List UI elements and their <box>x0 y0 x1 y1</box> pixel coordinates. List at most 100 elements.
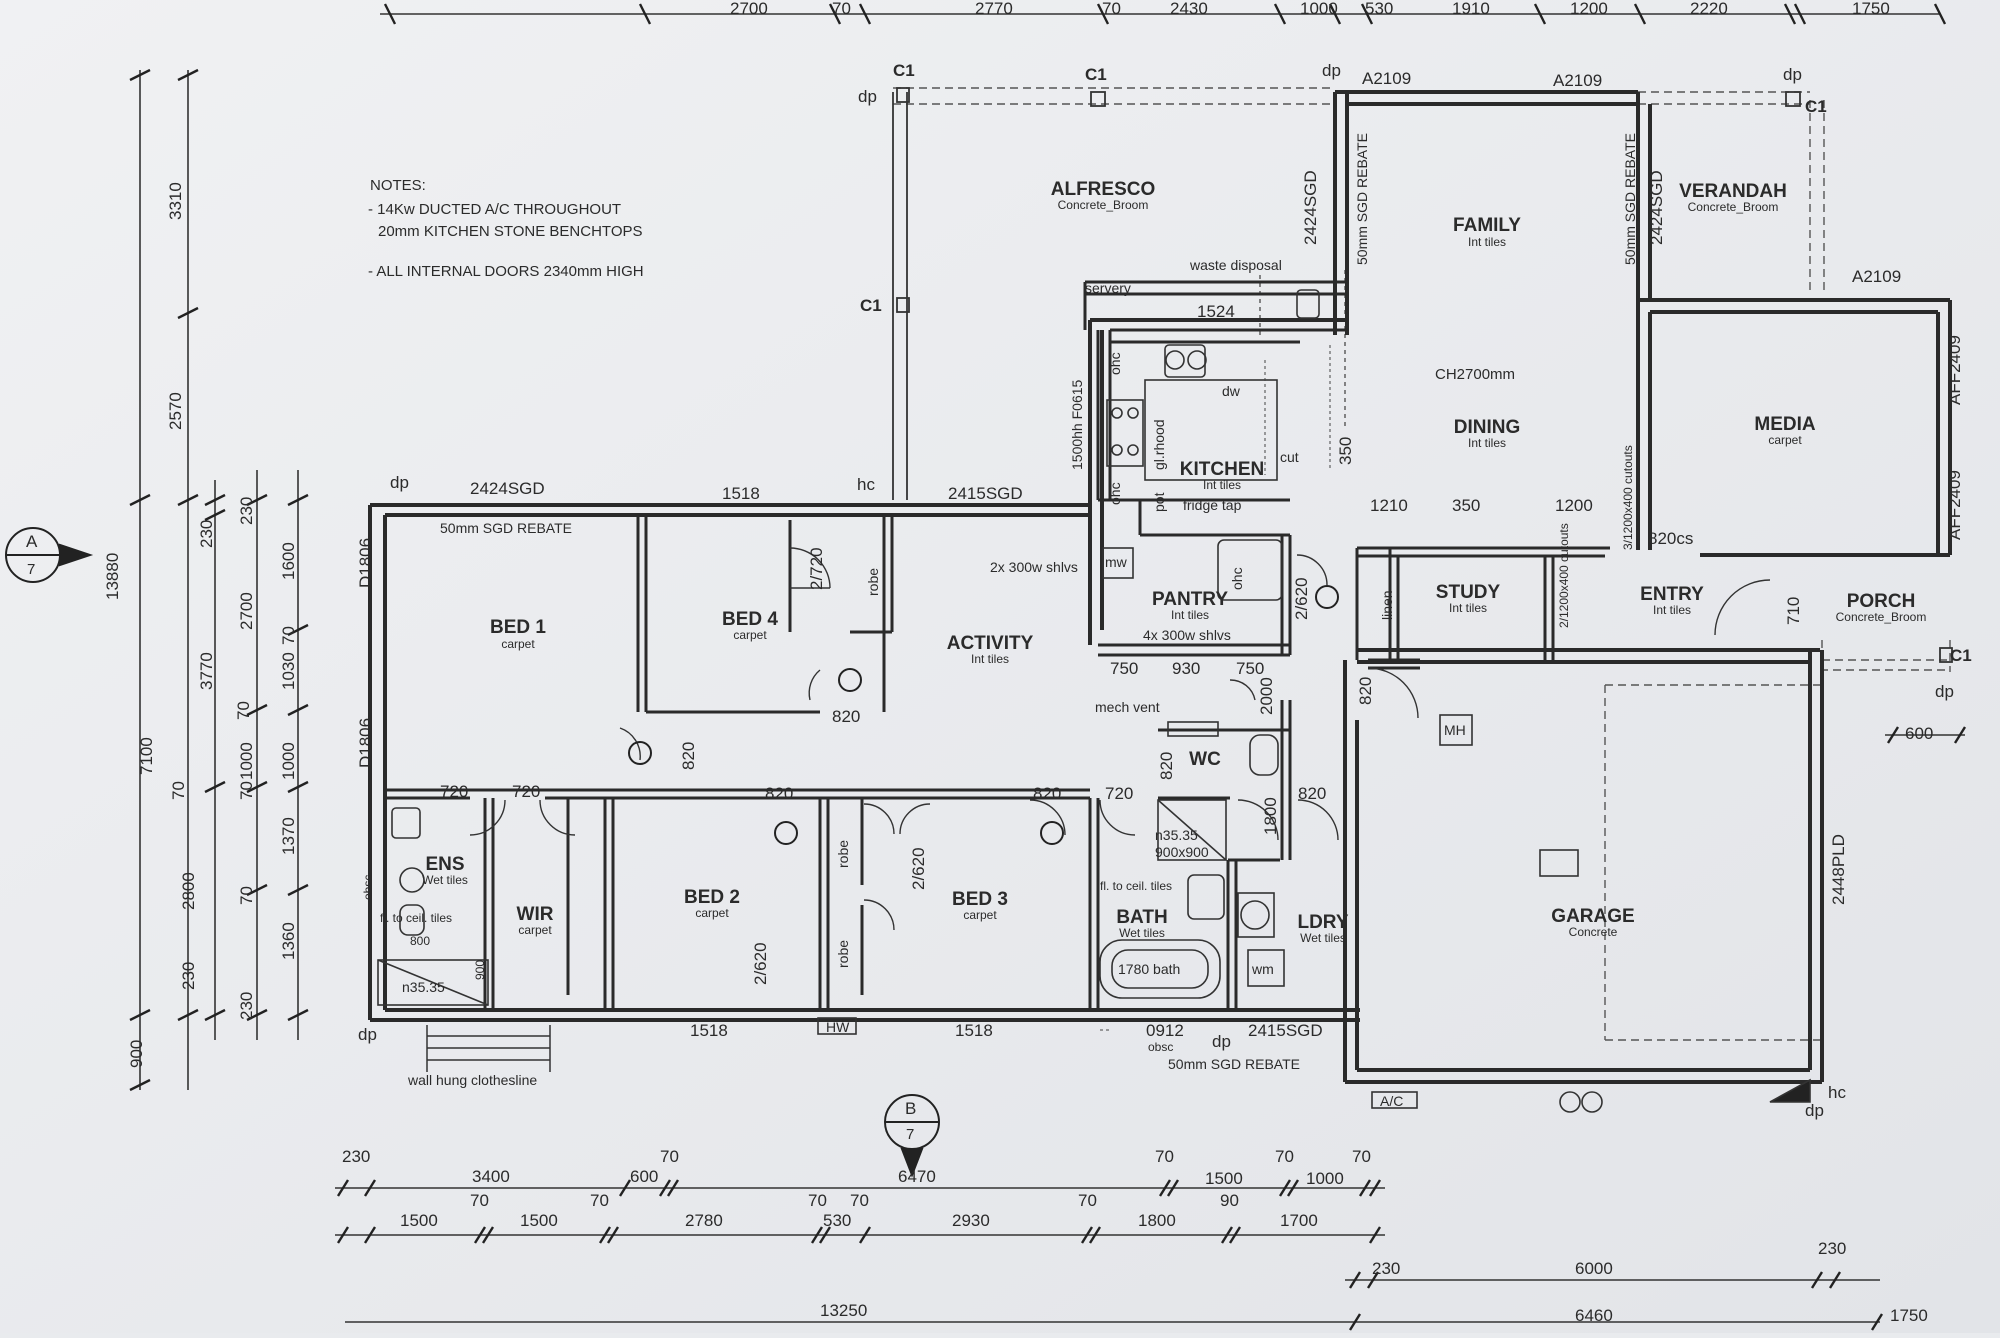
window-2424sgd-verandah: 2424SGD <box>1647 170 1666 245</box>
room-dining: DINING <box>1453 417 1521 438</box>
dim-bottom2-1700: 1700 <box>1280 1211 1318 1230</box>
dim-overall-width: 13250 <box>820 1301 868 1320</box>
dimension-lines <box>139 13 1965 1323</box>
bath-unit-label: 1780 bath <box>1118 961 1181 977</box>
servery-label: servery <box>1085 280 1131 296</box>
dim-garage-width: 6460 <box>1575 1306 1613 1325</box>
door-dim-garage-820: 820 <box>1356 676 1375 705</box>
hc-label-right: hc <box>1828 1083 1846 1102</box>
door-dim-bed1-820: 820 <box>679 741 698 770</box>
dim-room-230a: 230 <box>237 496 256 525</box>
robe-bed3-label: robe <box>835 839 851 868</box>
dim-porch-710: 600 <box>1905 724 1934 743</box>
dim-left-inner-230a: 230 <box>197 519 216 548</box>
door-dim-wc-720: 820 <box>1157 751 1176 780</box>
dim-top-1750: 1750 <box>1852 0 1890 18</box>
dim-study-1210: 350 <box>1452 496 1481 515</box>
mech-vent-label: mech vent <box>1095 699 1160 715</box>
study-cutouts-label: 2/1200x400 cutouts <box>1557 523 1571 628</box>
microwave-label: mw <box>1105 554 1127 570</box>
room-study-finish: Int tiles <box>1448 601 1488 615</box>
clothesline <box>426 1025 551 1072</box>
column-c1-left: C1 <box>893 61 915 80</box>
room-bed3-finish: carpet <box>963 908 997 922</box>
dim-bottom1-1500: 1500 <box>1205 1169 1243 1188</box>
door-dim-wir-720: 720 <box>512 782 541 801</box>
room-family: FAMILY <box>1453 215 1521 236</box>
dim-porch-width: 1750 <box>1890 1306 1928 1325</box>
section-a-number: 7 <box>27 561 36 578</box>
dim-bottom2-2930: 2930 <box>952 1211 990 1230</box>
window-a2109-family-left: A2109 <box>1362 69 1412 88</box>
column-c1-verandah: C1 <box>1805 97 1827 116</box>
room-wir-finish: carpet <box>518 923 552 937</box>
room-bed4-finish: carpet <box>733 628 767 642</box>
fridge-tap-label: fridge tap <box>1183 497 1242 513</box>
dim-bottom2-2780: 2780 <box>685 1211 723 1230</box>
room-bed1-finish: carpet <box>501 637 535 651</box>
dp-label-porch: dp <box>1935 682 1954 701</box>
room-kitchen-finish: Int tiles <box>1202 478 1242 492</box>
media-cutouts-label: 3/1200x400 cutouts <box>1621 445 1635 550</box>
dim-entry-1200: 710 <box>1784 596 1803 625</box>
section-markers <box>5 527 940 1178</box>
dim-ens-800: 800 <box>410 934 431 948</box>
room-garage-finish: Concrete <box>1568 925 1618 939</box>
door-dim-bath-720: 720 <box>1105 784 1134 803</box>
dim-bottom1-70a: 70 <box>660 1147 679 1166</box>
dim-left-3310: 3310 <box>166 182 185 220</box>
dim-bottom2-70e: 70 <box>1078 1191 1097 1210</box>
notes-line-2: 20mm KITCHEN STONE BENCHTOPS <box>378 223 643 240</box>
dim-left-inner-70: 70 <box>169 781 188 800</box>
room-activity-finish: Int tiles <box>970 652 1010 666</box>
dim-bottom2-70a: 70 <box>470 1191 489 1210</box>
dim-top-530: 530 <box>1365 0 1394 18</box>
room-study: STUDY <box>1435 582 1501 603</box>
dim-room-1000b: 1000 <box>279 742 298 780</box>
dim-bottom1-1000: 1000 <box>1306 1169 1344 1188</box>
outdoor-areas <box>893 87 1951 1041</box>
dim-left-2570: 2570 <box>166 392 185 430</box>
dp-label-verandah: dp <box>1783 65 1802 84</box>
smoke-alarms <box>628 585 1339 845</box>
dim-kitchen-1800: 350 <box>1336 436 1355 465</box>
room-family-finish: Int tiles <box>1467 235 1507 249</box>
room-bed1: BED 1 <box>490 617 546 638</box>
door-dim-bed4-820: 820 <box>832 707 861 726</box>
room-ldry: LDRY <box>1297 912 1349 933</box>
window-d1806-upper: D1806 <box>356 537 375 588</box>
dp-label-ens: dp <box>358 1025 377 1044</box>
dp-label-bed1: dp <box>390 473 409 492</box>
window-0912-bath: 0912 <box>1146 1021 1184 1040</box>
dim-room-70a: 70 <box>279 626 298 645</box>
room-verandah: VERANDAH <box>1679 181 1787 202</box>
window-d1806-lower: D1806 <box>356 717 375 768</box>
door-dim-bed2-820: 820 <box>765 784 794 803</box>
section-a-letter: A <box>26 532 38 551</box>
dim-room-2700: 2700 <box>237 592 256 630</box>
dim-bottom1-70d: 70 <box>1352 1147 1371 1166</box>
dim-left-inner-2800: 2800 <box>179 872 198 910</box>
notes-heading: NOTES: <box>370 177 426 194</box>
room-entry-finish: Int tiles <box>1652 603 1692 617</box>
cut-label: cut <box>1280 449 1299 465</box>
dim-top-1910: 1910 <box>1452 0 1490 18</box>
wet-fixtures <box>377 721 1285 1006</box>
kitchen-window-label: 1500hh F0615 <box>1069 379 1085 470</box>
window-1518-bed3: 1518 <box>955 1021 993 1040</box>
dim-room-230b: 230 <box>237 991 256 1020</box>
room-ldry-finish: Wet tiles <box>1300 931 1346 945</box>
window-1518-bed4: 1518 <box>722 484 760 503</box>
room-bed3: BED 3 <box>952 889 1008 910</box>
kitchen-bench-width: 1524 <box>1197 302 1235 321</box>
room-bed2: BED 2 <box>684 887 740 908</box>
dim-study-350b: 1200 <box>1555 496 1593 515</box>
dim-bottom1-600: 600 <box>630 1167 659 1186</box>
dim-left-7100: 7100 <box>137 737 156 775</box>
dim-garage-230b: 230 <box>1818 1239 1847 1258</box>
room-alfresco-finish: Concrete_Broom <box>1057 198 1149 212</box>
dp-label-bath: dp <box>1212 1032 1231 1051</box>
dim-study-350a: 1210 <box>1370 496 1408 515</box>
